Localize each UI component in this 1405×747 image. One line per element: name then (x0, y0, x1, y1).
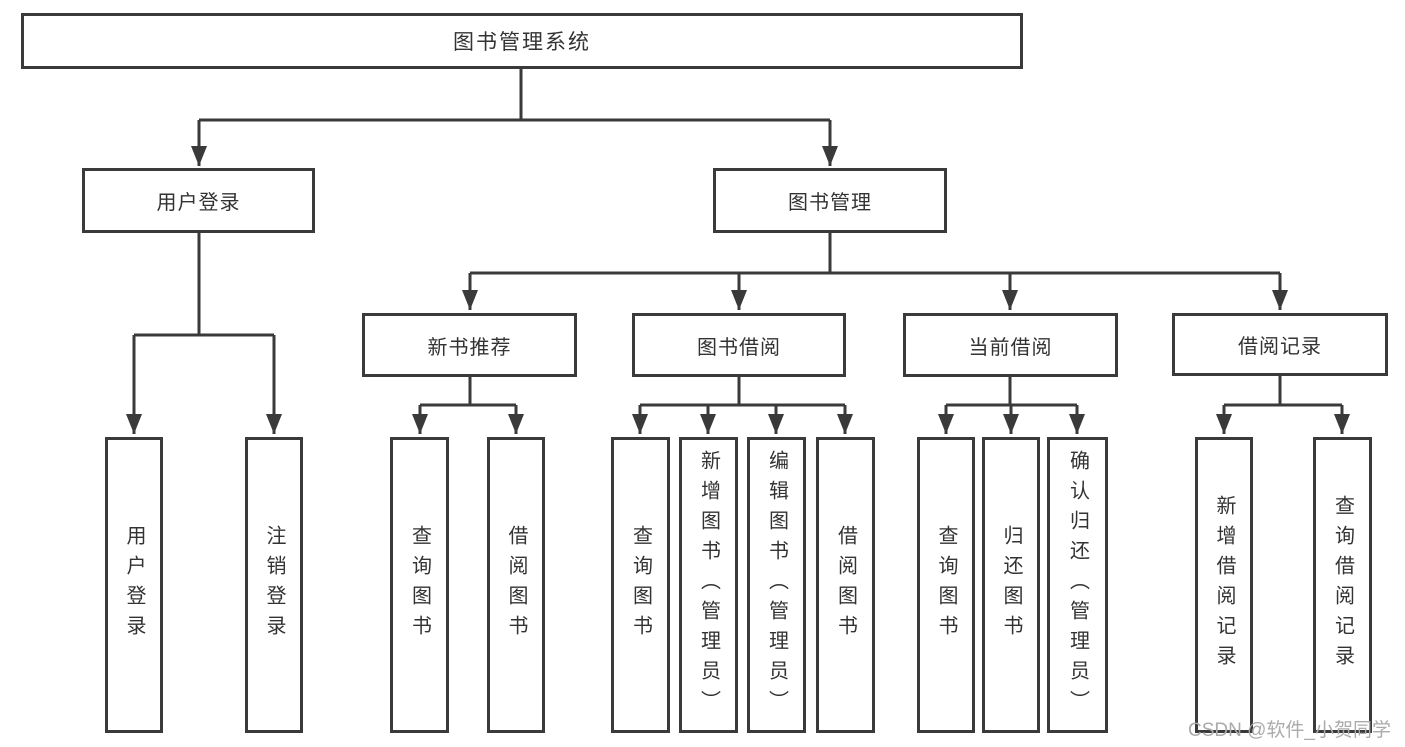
node-label: 用户登录 (156, 192, 241, 214)
leaf-edit-books-admin: 编辑图书（管理员） (747, 437, 806, 733)
node-label: 借阅记录 (1238, 336, 1322, 358)
node-current-borrowing: 当前借阅 (903, 313, 1118, 377)
node-label: 查询图书 (935, 525, 957, 645)
node-library-management-system: 图书管理系统 (21, 13, 1023, 69)
node-borrow-records: 借阅记录 (1172, 313, 1388, 376)
leaf-logout: 注销登录 (245, 437, 303, 733)
leaf-query-books-borrowing: 查询图书 (611, 437, 670, 733)
leaf-query-borrow-record: 查询借阅记录 (1313, 437, 1372, 733)
node-new-book-recommend: 新书推荐 (362, 313, 577, 377)
leaf-borrow-books-borrowing: 借阅图书 (816, 437, 875, 733)
node-label: 查询图书 (629, 525, 652, 645)
leaf-return-books: 归还图书 (982, 437, 1040, 733)
leaf-user-login: 用户登录 (105, 437, 163, 733)
node-label: 当前借阅 (968, 336, 1053, 359)
leaf-query-books-recommend: 查询图书 (390, 437, 449, 733)
leaf-query-books-current: 查询图书 (917, 437, 975, 733)
node-label: 编辑图书（管理员） (765, 450, 788, 720)
node-label: 新增图书（管理员） (697, 450, 720, 720)
leaf-borrow-books-recommend: 借阅图书 (487, 437, 545, 733)
node-label: 归还图书 (1000, 525, 1022, 645)
node-user-login: 用户登录 (82, 168, 315, 233)
leaf-confirm-return-admin: 确认归还（管理员） (1047, 437, 1108, 733)
node-book-borrowing: 图书借阅 (632, 313, 846, 377)
watermark: CSDN @软件_小贺同学 (1188, 720, 1391, 741)
node-label: 图书借阅 (697, 336, 781, 359)
node-label: 新书推荐 (427, 336, 512, 359)
node-label: 确认归还（管理员） (1066, 450, 1089, 720)
node-label: 注销登录 (263, 525, 285, 645)
node-book-management: 图书管理 (713, 168, 947, 233)
node-label: 借阅图书 (834, 525, 857, 645)
connector-group (126, 69, 1350, 434)
node-label: 借阅图书 (505, 525, 527, 645)
node-label: 图书管理系统 (453, 31, 591, 54)
node-label: 图书管理 (788, 192, 872, 214)
node-label: 查询图书 (408, 525, 431, 645)
leaf-add-books-admin: 新增图书（管理员） (679, 437, 738, 733)
leaf-add-borrow-record: 新增借阅记录 (1195, 437, 1253, 733)
node-label: 新增借阅记录 (1213, 495, 1235, 675)
node-label: 用户登录 (123, 525, 145, 645)
node-label: 查询借阅记录 (1331, 495, 1354, 675)
